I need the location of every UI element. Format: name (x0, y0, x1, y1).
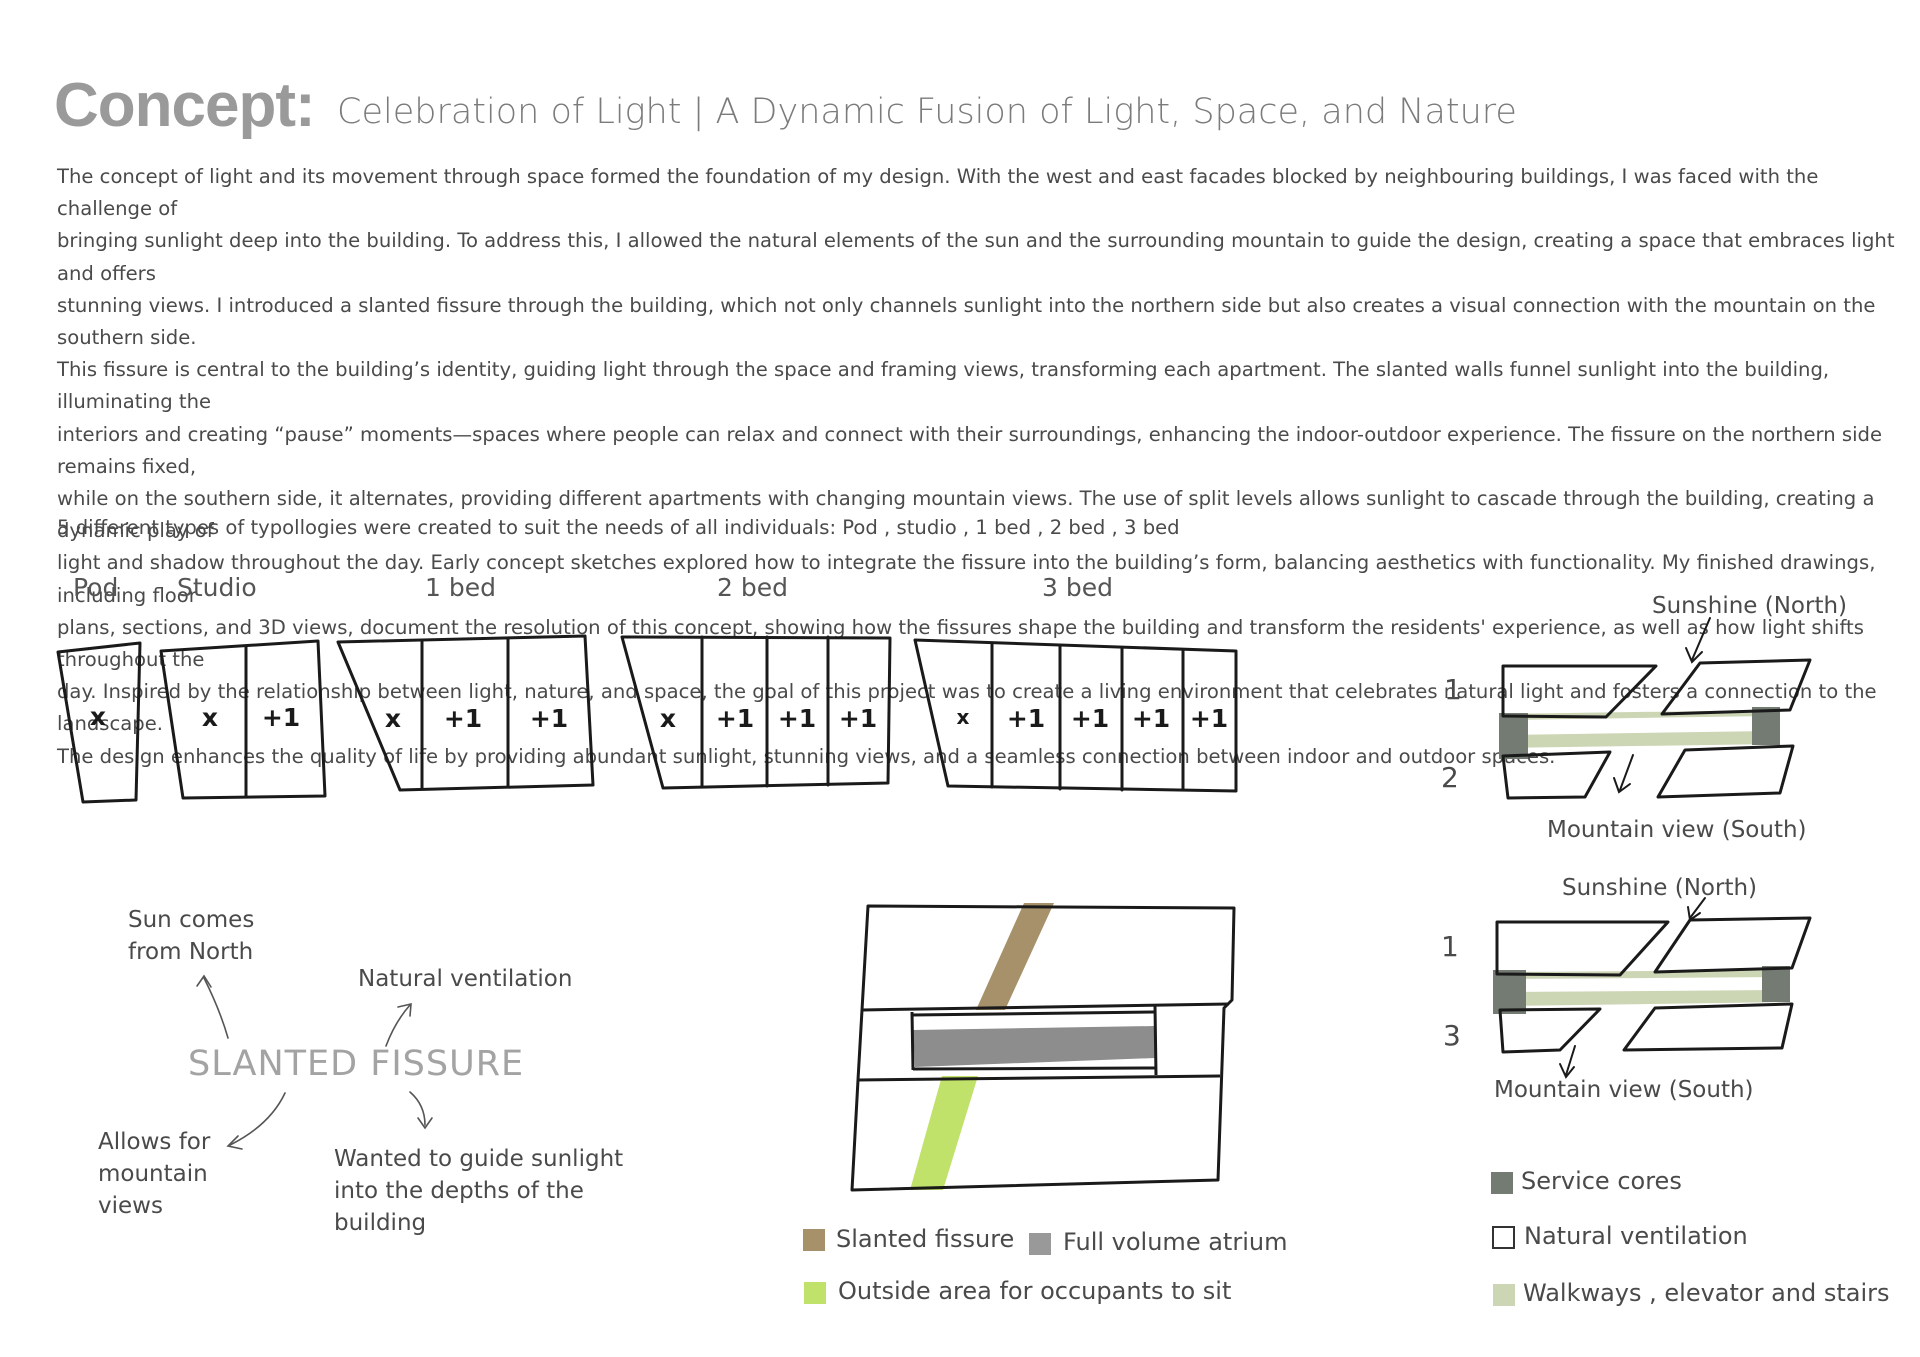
legend-label-fissure: Slanted fissure (836, 1225, 1015, 1253)
typology-label-1bed: 1 bed (425, 573, 496, 602)
page-title: Concept: (54, 71, 316, 140)
plan-sketch (850, 903, 1236, 1192)
typology-sketch-2bed (620, 635, 892, 790)
typology-mark: x (202, 703, 218, 732)
typology-mark: +1 (1007, 704, 1045, 733)
section-b-level-bottom: 3 (1443, 1019, 1461, 1052)
arrow-to-ventilation (385, 1004, 411, 1047)
typology-mark: +1 (1071, 704, 1109, 733)
typology-mark: +1 (530, 704, 568, 733)
paragraph-line: The concept of light and its movement th… (57, 165, 1819, 221)
typology-mark: +1 (262, 703, 300, 732)
mindmap-mountain-text: Allows for mountain views (98, 1129, 211, 1219)
legend-label-atrium: Full volume atrium (1063, 1228, 1288, 1256)
mindmap-guide-text: Wanted to guide sunlight into the depths… (334, 1146, 624, 1236)
typology-mark: x (385, 704, 401, 733)
legend-swatch-ventilation (1492, 1226, 1515, 1249)
typology-label-2bed: 2 bed (717, 573, 788, 602)
typology-sketch-3bed (913, 638, 1238, 793)
section-a-view-label: Mountain view (South) (1547, 817, 1807, 843)
typology-sketch-1bed (336, 634, 595, 792)
paragraph-line: stunning views. I introduced a slanted f… (57, 293, 1876, 350)
legend-swatch-atrium (1029, 1233, 1051, 1255)
concept-paragraph: The concept of light and its movement th… (57, 161, 1897, 773)
paragraph-line: The design enhances the quality of life … (57, 744, 1556, 768)
typology-mark: x (957, 705, 970, 729)
plan-outdoor-fill (910, 1076, 978, 1190)
plan-atrium-fill (913, 1026, 1155, 1067)
mindmap-ventilation-text: Natural ventilation (358, 966, 573, 992)
legend-label-service-cores: Service cores (1521, 1167, 1682, 1195)
plan-fissure-fill (976, 903, 1054, 1010)
paragraph-line: light and shadow throughout the day. Ear… (57, 551, 1876, 607)
paragraph-line: This fissure is central to the building’… (57, 358, 1830, 414)
typology-sketch-pod (56, 641, 142, 804)
section-diagram-b (1493, 897, 1812, 1079)
typology-mark: x (90, 702, 106, 731)
mindmap-sun-text: Sun comes from North (128, 907, 255, 965)
typology-mark: +1 (839, 704, 877, 733)
legend-label-outdoor: Outside area for occupants to sit (838, 1277, 1232, 1305)
arrow-to-sun (203, 977, 229, 1039)
typologies-intro: 5 different types of typollogies were cr… (57, 516, 1180, 539)
typology-mark: +1 (1132, 704, 1170, 733)
legend-swatch-fissure (803, 1229, 825, 1251)
section-b-sun-label: Sunshine (North) (1562, 875, 1758, 901)
legend-label-ventilation: Natural ventilation (1524, 1222, 1748, 1250)
typology-mark: +1 (716, 704, 754, 733)
typology-label-pod: Pod (73, 573, 119, 602)
section-a-sun-label: Sunshine (North) (1652, 593, 1848, 619)
typology-label-studio: Studio (177, 573, 257, 602)
typology-mark: +1 (444, 704, 482, 733)
paragraph-line: while on the southern side, it alternate… (57, 487, 1875, 543)
typology-mark: +1 (1190, 704, 1228, 733)
section-a-level-top: 1 (1444, 673, 1462, 706)
typology-sketch-studio (159, 639, 327, 800)
legend-swatch-service-cores (1491, 1172, 1513, 1194)
section-a-level-bottom: 2 (1441, 761, 1459, 794)
typology-mark: x (660, 704, 676, 733)
section-b-view-label: Mountain view (South) (1494, 1077, 1754, 1103)
mindmap-center: SLANTED FISSURE (188, 1044, 525, 1084)
typology-mark: +1 (778, 704, 816, 733)
legend-label-walkways: Walkways , elevator and stairs (1523, 1279, 1890, 1307)
arrow-to-guide (409, 1091, 426, 1126)
paragraph-line: bringing sunlight deep into the building… (57, 229, 1895, 285)
paragraph-line: interiors and creating “pause” moments—s… (57, 422, 1883, 478)
paragraph-line: plans, sections, and 3D views, document … (57, 615, 1864, 672)
arrow-to-mountain (229, 1092, 286, 1146)
section-b-level-top: 1 (1441, 930, 1459, 963)
page-subtitle: Celebration of Light | A Dynamic Fusion … (337, 92, 1517, 132)
typology-label-3bed: 3 bed (1042, 573, 1113, 602)
legend-swatch-outdoor (804, 1282, 826, 1304)
section-diagram-a (1499, 617, 1812, 800)
legend-swatch-walkways (1493, 1284, 1515, 1306)
